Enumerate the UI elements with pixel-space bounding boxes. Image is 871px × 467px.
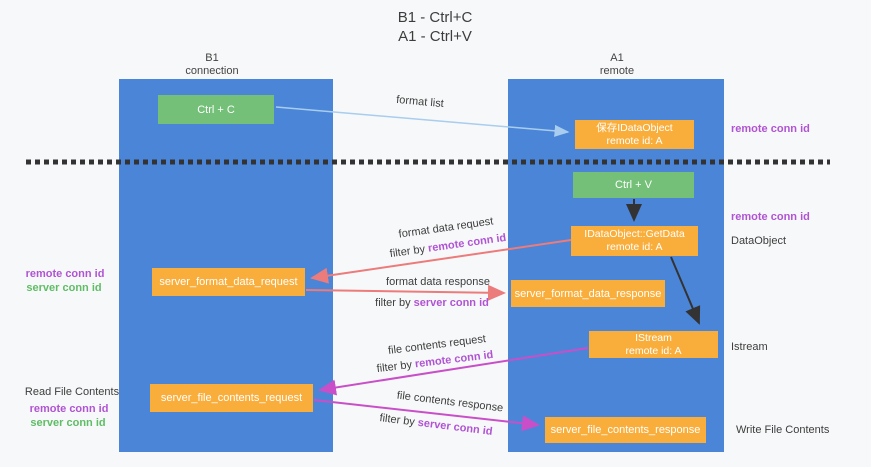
lane-a1-id: A1: [610, 52, 624, 64]
server-format-data-response-box: server_format_data_response: [511, 280, 665, 307]
server-file-contents-request-box: server_file_contents_request: [150, 384, 313, 412]
read-file-contents-label: Read File Contents: [24, 386, 120, 398]
format-data-response-arrow: [305, 284, 506, 301]
lane-b1-id: B1: [205, 52, 219, 64]
save-idataobject-box: 保存IDataObject remote id: A: [575, 120, 694, 149]
title-line-2: A1 - Ctrl+V: [398, 28, 472, 45]
lane-b1-subtitle: connection: [185, 65, 239, 77]
right-istream-label: Istream: [731, 341, 768, 353]
remote-conn-id-text: remote conn id: [427, 231, 507, 255]
ctrl-v-label: Ctrl + V: [615, 179, 652, 191]
server-format-data-request-label: server_format_data_request: [159, 276, 298, 288]
lane-header-a1: A1 remote: [600, 52, 634, 78]
title-line-1: B1 - Ctrl+C: [397, 9, 473, 26]
right-write-file-contents-label: Write File Contents: [736, 424, 830, 436]
format-list-label: format list: [395, 93, 445, 111]
filter-by-text: filter by: [389, 242, 429, 261]
lane-a1-subtitle: remote: [599, 65, 635, 77]
save-idataobject-line2: remote id: A: [606, 134, 663, 147]
ctrl-v-box: Ctrl + V: [573, 172, 694, 198]
istream-box: IStream remote id: A: [589, 331, 718, 358]
file-contents-response-label: file contents response: [396, 389, 504, 415]
right-remote-conn-id-label-top: remote conn id: [731, 123, 810, 135]
right-dataobject-label: DataObject: [731, 235, 787, 247]
server-format-data-request-box: server_format_data_request: [152, 268, 305, 296]
server-file-contents-response-box: server_file_contents_response: [545, 417, 706, 443]
left-remote-conn-id-label-2: remote conn id: [29, 403, 109, 415]
getdata-line2: remote id: A: [606, 241, 663, 253]
right-remote-conn-id-label-mid: remote conn id: [731, 211, 810, 223]
server-file-contents-request-label: server_file_contents_request: [160, 392, 303, 404]
ctrl-c-box: Ctrl + C: [158, 95, 274, 124]
lane-header-b1: B1 connection: [185, 52, 238, 78]
ctrl-c-label: Ctrl + C: [197, 103, 235, 116]
server-format-data-response-label: server_format_data_response: [514, 287, 662, 300]
left-server-conn-id-label-2: server conn id: [30, 417, 106, 429]
save-idataobject-line1: 保存IDataObject: [596, 121, 673, 134]
server-file-contents-response-label: server_file_contents_response: [550, 424, 701, 436]
filter-by-text: filter by: [376, 358, 416, 376]
server-conn-id-text: server conn id: [413, 297, 489, 309]
istream-line1: IStream: [635, 331, 672, 344]
filter-by-text: filter by: [378, 412, 419, 429]
filter-by-server-conn-id-label-2: filter by server conn id: [379, 412, 493, 438]
filter-by-text: filter by: [375, 297, 414, 309]
server-conn-id-text: server conn id: [417, 416, 494, 438]
diagram-title: B1 - Ctrl+C A1 - Ctrl+V: [398, 8, 473, 46]
left-remote-conn-id-label: remote conn id: [25, 268, 105, 280]
format-data-response-label: format data response: [386, 276, 490, 288]
filter-by-server-conn-id-label-1: filter by server conn id: [375, 297, 489, 309]
idataobject-getdata-box: IDataObject::GetData remote id: A: [571, 226, 698, 256]
getdata-line1: IDataObject::GetData: [584, 228, 685, 240]
istream-line2: remote id: A: [625, 344, 682, 357]
left-server-conn-id-label: server conn id: [26, 282, 102, 294]
